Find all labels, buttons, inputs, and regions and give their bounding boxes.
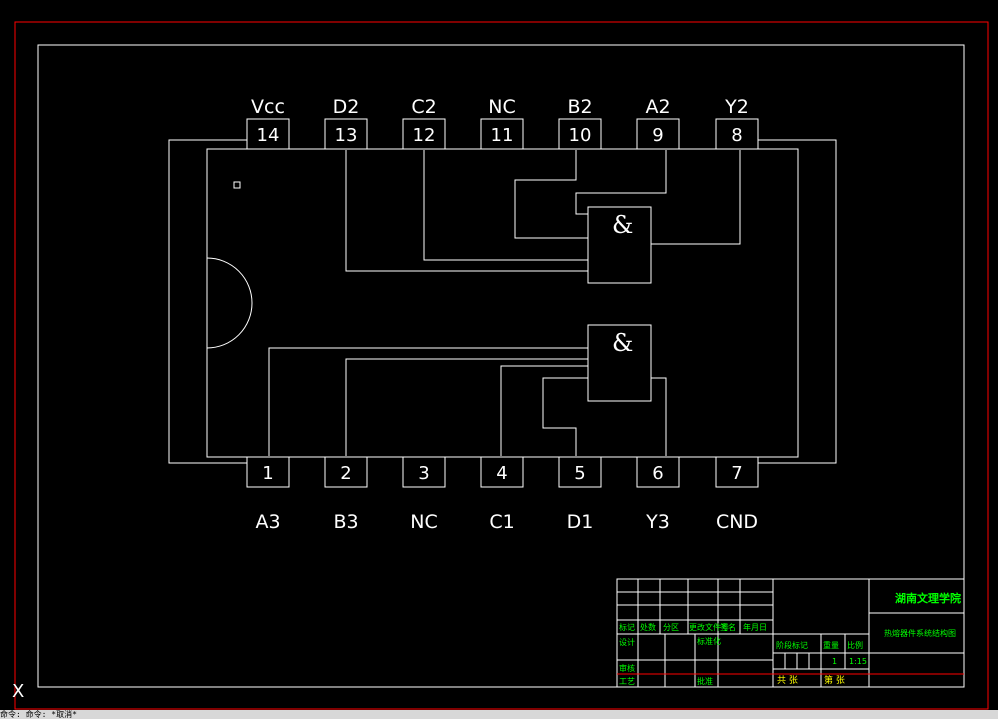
pin-box-8 <box>715 118 759 150</box>
tb-process: 工艺 <box>619 677 635 686</box>
pin-number-1: 1 <box>262 463 273 484</box>
tb-header-0: 标记 <box>619 622 635 632</box>
wire-a2 <box>575 150 667 215</box>
ucs-axis-marker: X <box>12 681 24 702</box>
tb-header-1: 处数 <box>640 622 656 632</box>
wire-a3 <box>268 347 588 456</box>
pin-number-14: 14 <box>257 125 280 146</box>
tb-header-5: 年月日 <box>743 622 767 632</box>
top-pin-row: 14 Vcc 13 D2 12 C2 11 NC 10 B2 9 A2 8 Y2 <box>246 96 759 150</box>
wire-d1 <box>542 377 588 456</box>
pin-label-9: A2 <box>645 96 670 118</box>
drawing-frame <box>37 44 965 688</box>
tb-header-3: 更改文件号 <box>689 622 729 632</box>
tb-std: 标准化 <box>697 636 721 646</box>
pin-label-3: NC <box>410 511 437 533</box>
pin-box-11 <box>480 118 524 150</box>
pin-number-11: 11 <box>491 125 514 146</box>
wire-y2 <box>651 150 741 245</box>
wire-b2 <box>514 150 588 239</box>
pin-box-6 <box>636 456 680 488</box>
tb-scale-value: 1:15 <box>849 657 867 666</box>
school-name: 湖南文理学院 <box>895 591 961 605</box>
ic-notch <box>206 257 253 349</box>
pin-label-14: Vcc <box>251 96 285 118</box>
wire-c1 <box>500 365 588 456</box>
pin-box-3 <box>402 456 446 488</box>
drawing-title: 热熔器件系统结构图 <box>884 628 956 638</box>
pin-label-6: Y3 <box>645 511 670 533</box>
pin-box-9 <box>636 118 680 150</box>
tb-stage: 阶段标记 <box>776 640 808 650</box>
wire-b3 <box>345 358 588 456</box>
pin-number-5: 5 <box>574 463 585 484</box>
tb-sheet: 共 张 <box>777 675 798 686</box>
pin-box-4 <box>480 456 524 488</box>
pin-label-10: B2 <box>567 96 592 118</box>
gnd-loop <box>758 139 837 464</box>
pin-box-5 <box>558 456 602 488</box>
pin-box-12 <box>402 118 446 150</box>
pin-box-7 <box>715 456 759 488</box>
pin-box-13 <box>324 118 368 150</box>
pin-box-2 <box>324 456 368 488</box>
outer-border <box>14 21 989 710</box>
pin-number-12: 12 <box>413 125 436 146</box>
pin-label-2: B3 <box>333 511 358 533</box>
pin-number-2: 2 <box>340 463 351 484</box>
pin-number-4: 4 <box>496 463 507 484</box>
pin-label-4: C1 <box>489 511 514 533</box>
gate-upper-symbol: & <box>612 211 633 239</box>
tb-scale: 比例 <box>847 640 863 650</box>
tb-header-2: 分区 <box>663 623 679 632</box>
pin1-dot <box>233 181 241 189</box>
pin-label-13: D2 <box>333 96 360 118</box>
gate-upper: & <box>587 206 652 284</box>
tb-header-4: 签名 <box>720 622 736 632</box>
gate-lower-symbol: & <box>612 329 633 357</box>
wiring <box>268 150 741 456</box>
pin-label-7: CND <box>716 511 758 533</box>
title-block-text: 湖南文理学院 热熔器件系统结构图 标记 处数 分区 更改文件号 签名 年月日 设… <box>619 591 961 686</box>
tb-review: 审核 <box>619 663 635 673</box>
pin-box-14 <box>246 118 290 150</box>
wire-d2 <box>345 150 588 272</box>
pin-number-10: 10 <box>569 125 592 146</box>
wire-y3 <box>651 377 667 456</box>
pin-number-7: 7 <box>731 463 742 484</box>
pin-label-1: A3 <box>255 511 280 533</box>
pin-label-5: D1 <box>567 511 594 533</box>
pin-label-12: C2 <box>411 96 436 118</box>
gate-lower: & <box>587 324 652 402</box>
wire-c2 <box>423 150 588 261</box>
pin-label-8: Y2 <box>724 96 749 118</box>
pin-number-3: 3 <box>418 463 429 484</box>
pin-box-10 <box>558 118 602 150</box>
tb-design: 设计 <box>619 637 635 647</box>
tb-approve: 批准 <box>697 676 713 686</box>
tb-weight: 重量 <box>823 640 839 650</box>
tb-quantity: 1 <box>832 657 837 666</box>
pin-number-6: 6 <box>652 463 663 484</box>
pin-number-9: 9 <box>652 125 663 146</box>
tb-page: 第 张 <box>824 674 845 686</box>
pin-box-1 <box>246 456 290 488</box>
pin-number-13: 13 <box>335 125 358 146</box>
vcc-loop <box>168 139 247 464</box>
pin-label-11: NC <box>488 96 515 118</box>
command-status-bar: 命令: 命令: *取消* <box>0 710 998 719</box>
pin-number-8: 8 <box>731 125 742 146</box>
